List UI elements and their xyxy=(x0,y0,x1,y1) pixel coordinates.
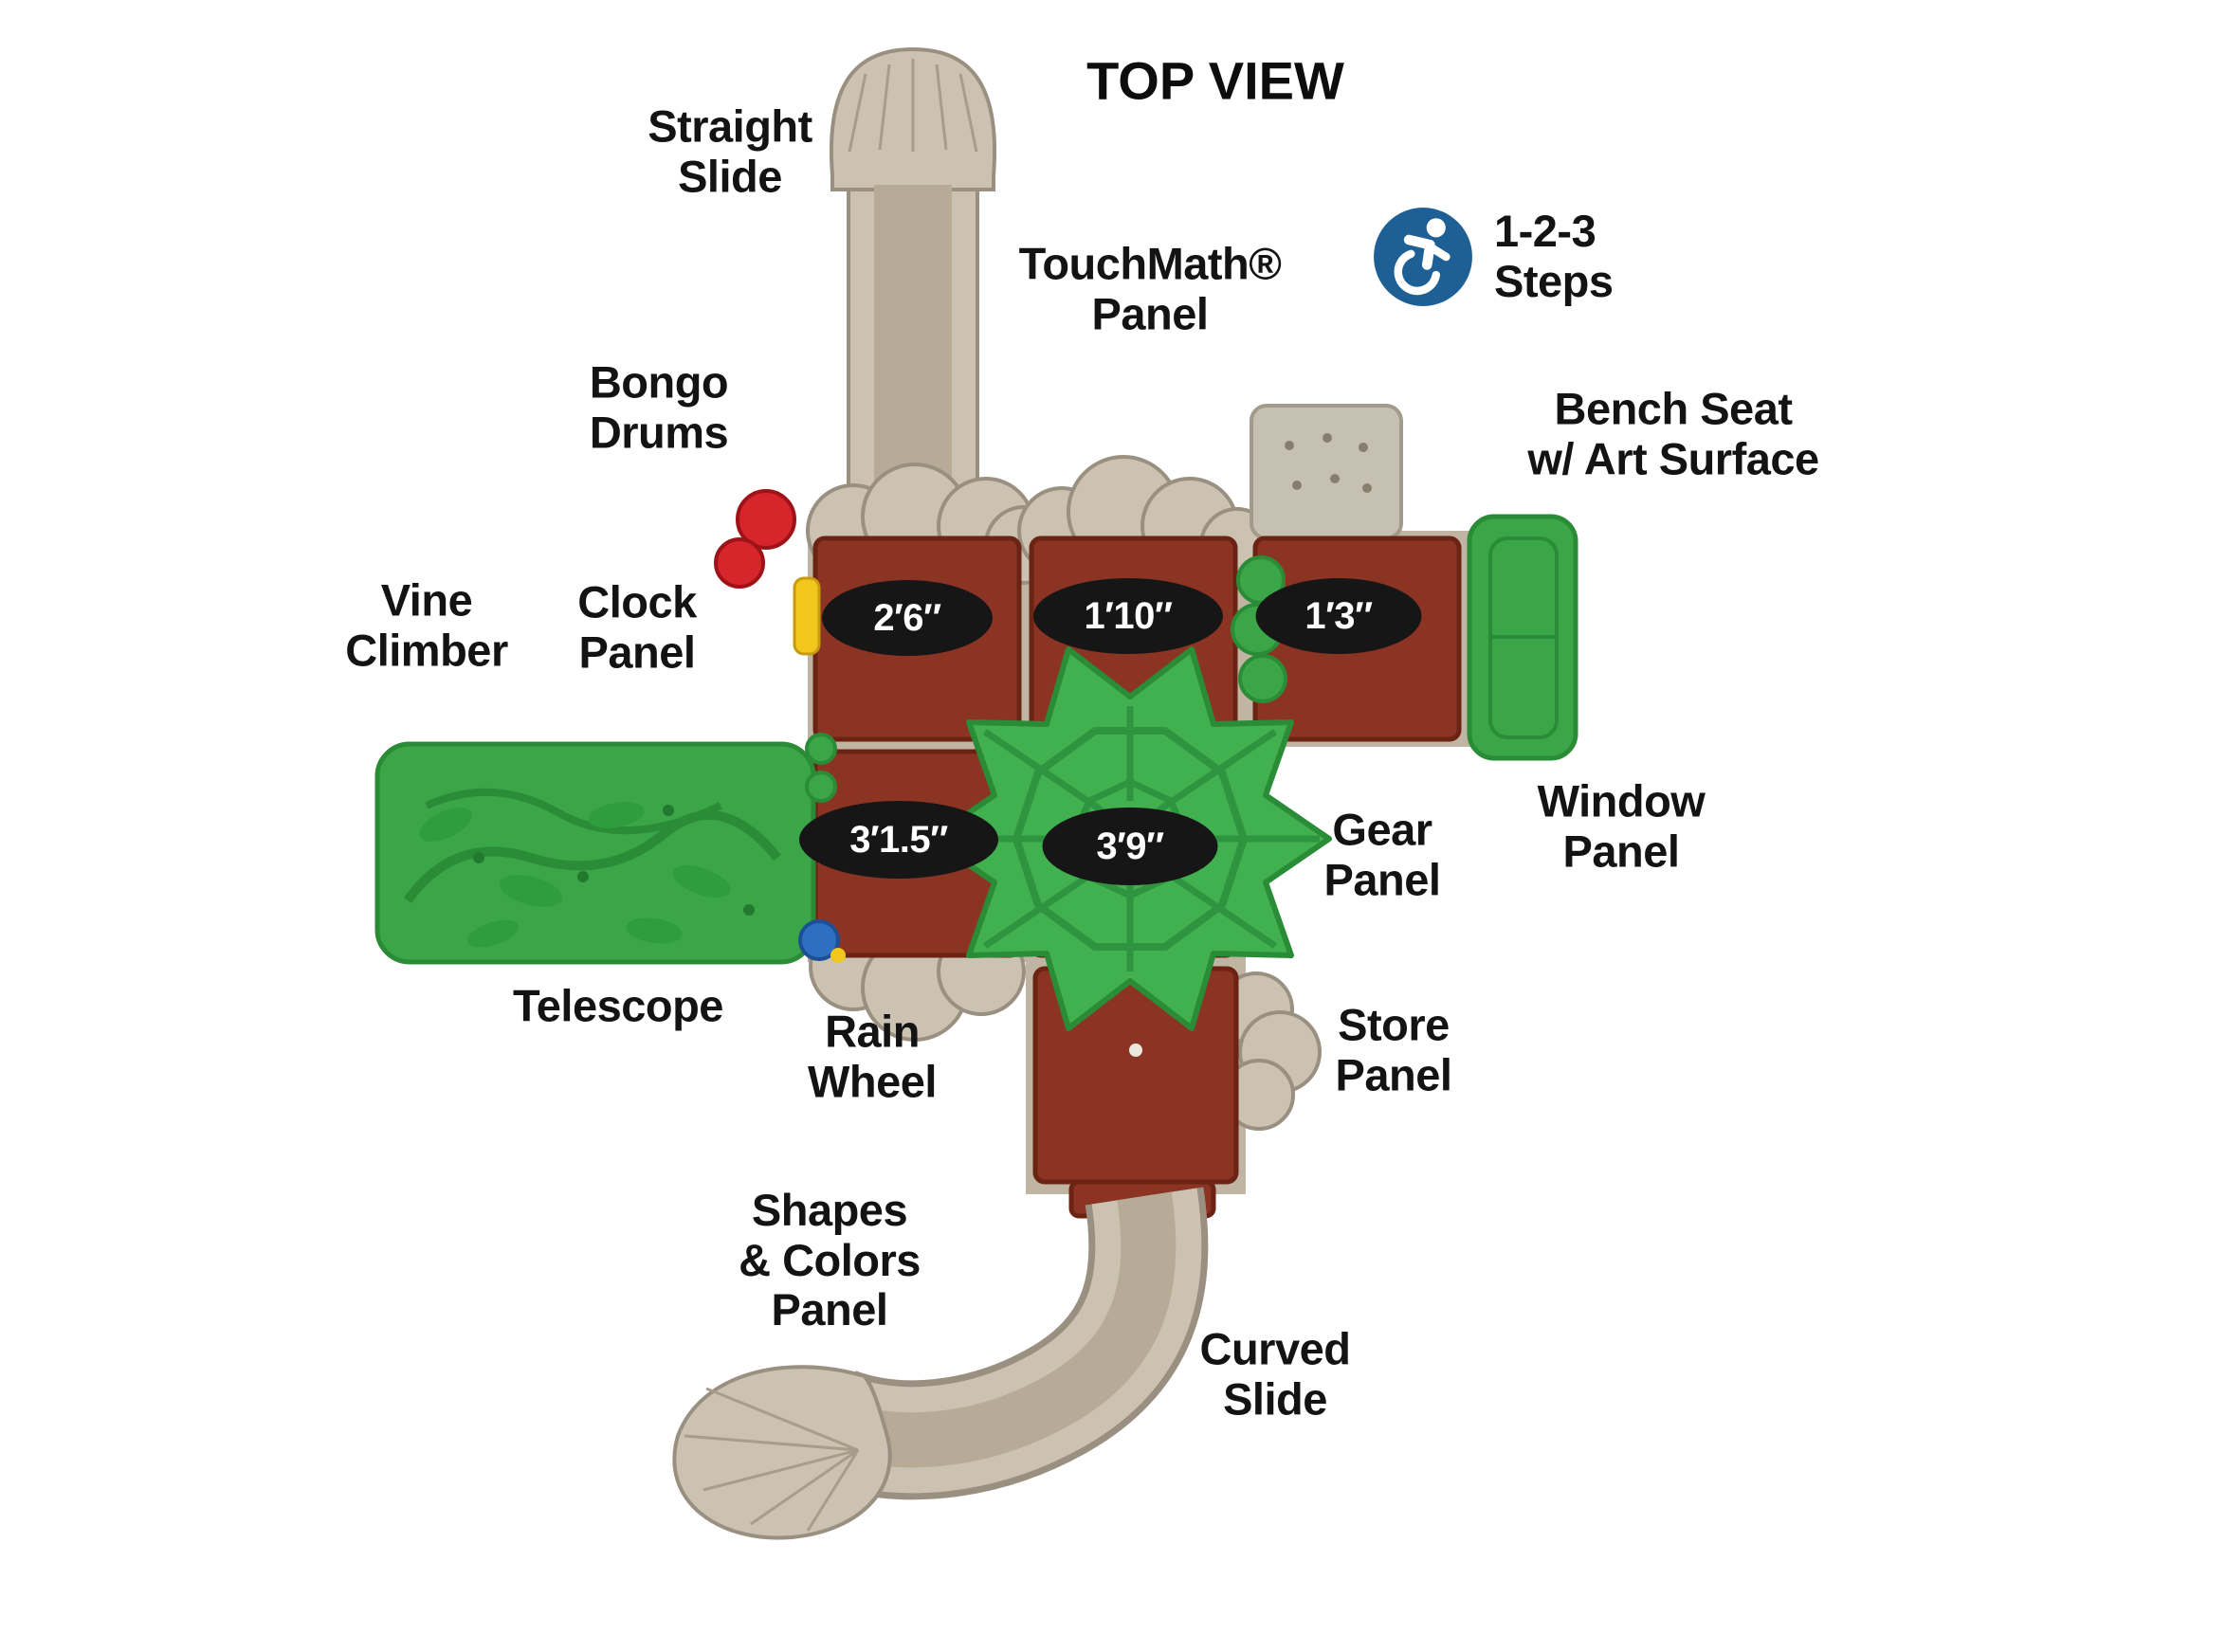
label-bongo-drums: Bongo Drums xyxy=(589,356,729,457)
label-rain-wheel: Rain Wheel xyxy=(808,1006,937,1106)
accessible-steps-callout: 1-2-3 Steps xyxy=(1373,206,1614,307)
label-gear-panel: Gear Panel xyxy=(1323,804,1441,904)
page-title: TOP VIEW xyxy=(1086,50,1344,111)
label-window-panel: Window Panel xyxy=(1537,775,1706,876)
clock-panel-shape xyxy=(793,576,821,656)
telescope-shape xyxy=(798,919,846,963)
deck-height-badge: 3′1.5″ xyxy=(799,801,998,879)
label-vine-climber: Vine Climber xyxy=(345,574,508,675)
deck-height-badge: 3′9″ xyxy=(1042,808,1218,885)
label-shapes-colors-panel: Shapes & Colors Panel xyxy=(739,1185,921,1335)
label-telescope: Telescope xyxy=(513,980,723,1031)
deck-height-badge: 1′10″ xyxy=(1033,578,1223,654)
deck-center-dot xyxy=(1129,1044,1142,1057)
label-store-panel: Store Panel xyxy=(1335,999,1452,1099)
bench-art-surface-shape xyxy=(1250,404,1403,554)
label-clock-panel: Clock Panel xyxy=(577,576,697,677)
bench-seat-shape xyxy=(1467,514,1578,761)
label-curved-slide: Curved Slide xyxy=(1199,1323,1351,1424)
straight-slide-shape xyxy=(830,46,996,566)
curved-slide-shape xyxy=(672,1187,1209,1540)
deck-height-badge: 1′3″ xyxy=(1255,578,1422,654)
vine-climber-shape xyxy=(374,741,816,965)
wheelchair-accessible-icon xyxy=(1374,208,1472,306)
label-touchmath-panel: TouchMath® Panel xyxy=(1018,238,1282,338)
label-straight-slide: Straight Slide xyxy=(648,100,812,201)
label-123-steps: 1-2-3 Steps xyxy=(1494,206,1614,306)
bongo-drums-shape xyxy=(714,489,796,589)
label-bench-seat: Bench Seat w/ Art Surface xyxy=(1527,383,1819,483)
deck-height-badge: 2′6″ xyxy=(822,580,993,656)
